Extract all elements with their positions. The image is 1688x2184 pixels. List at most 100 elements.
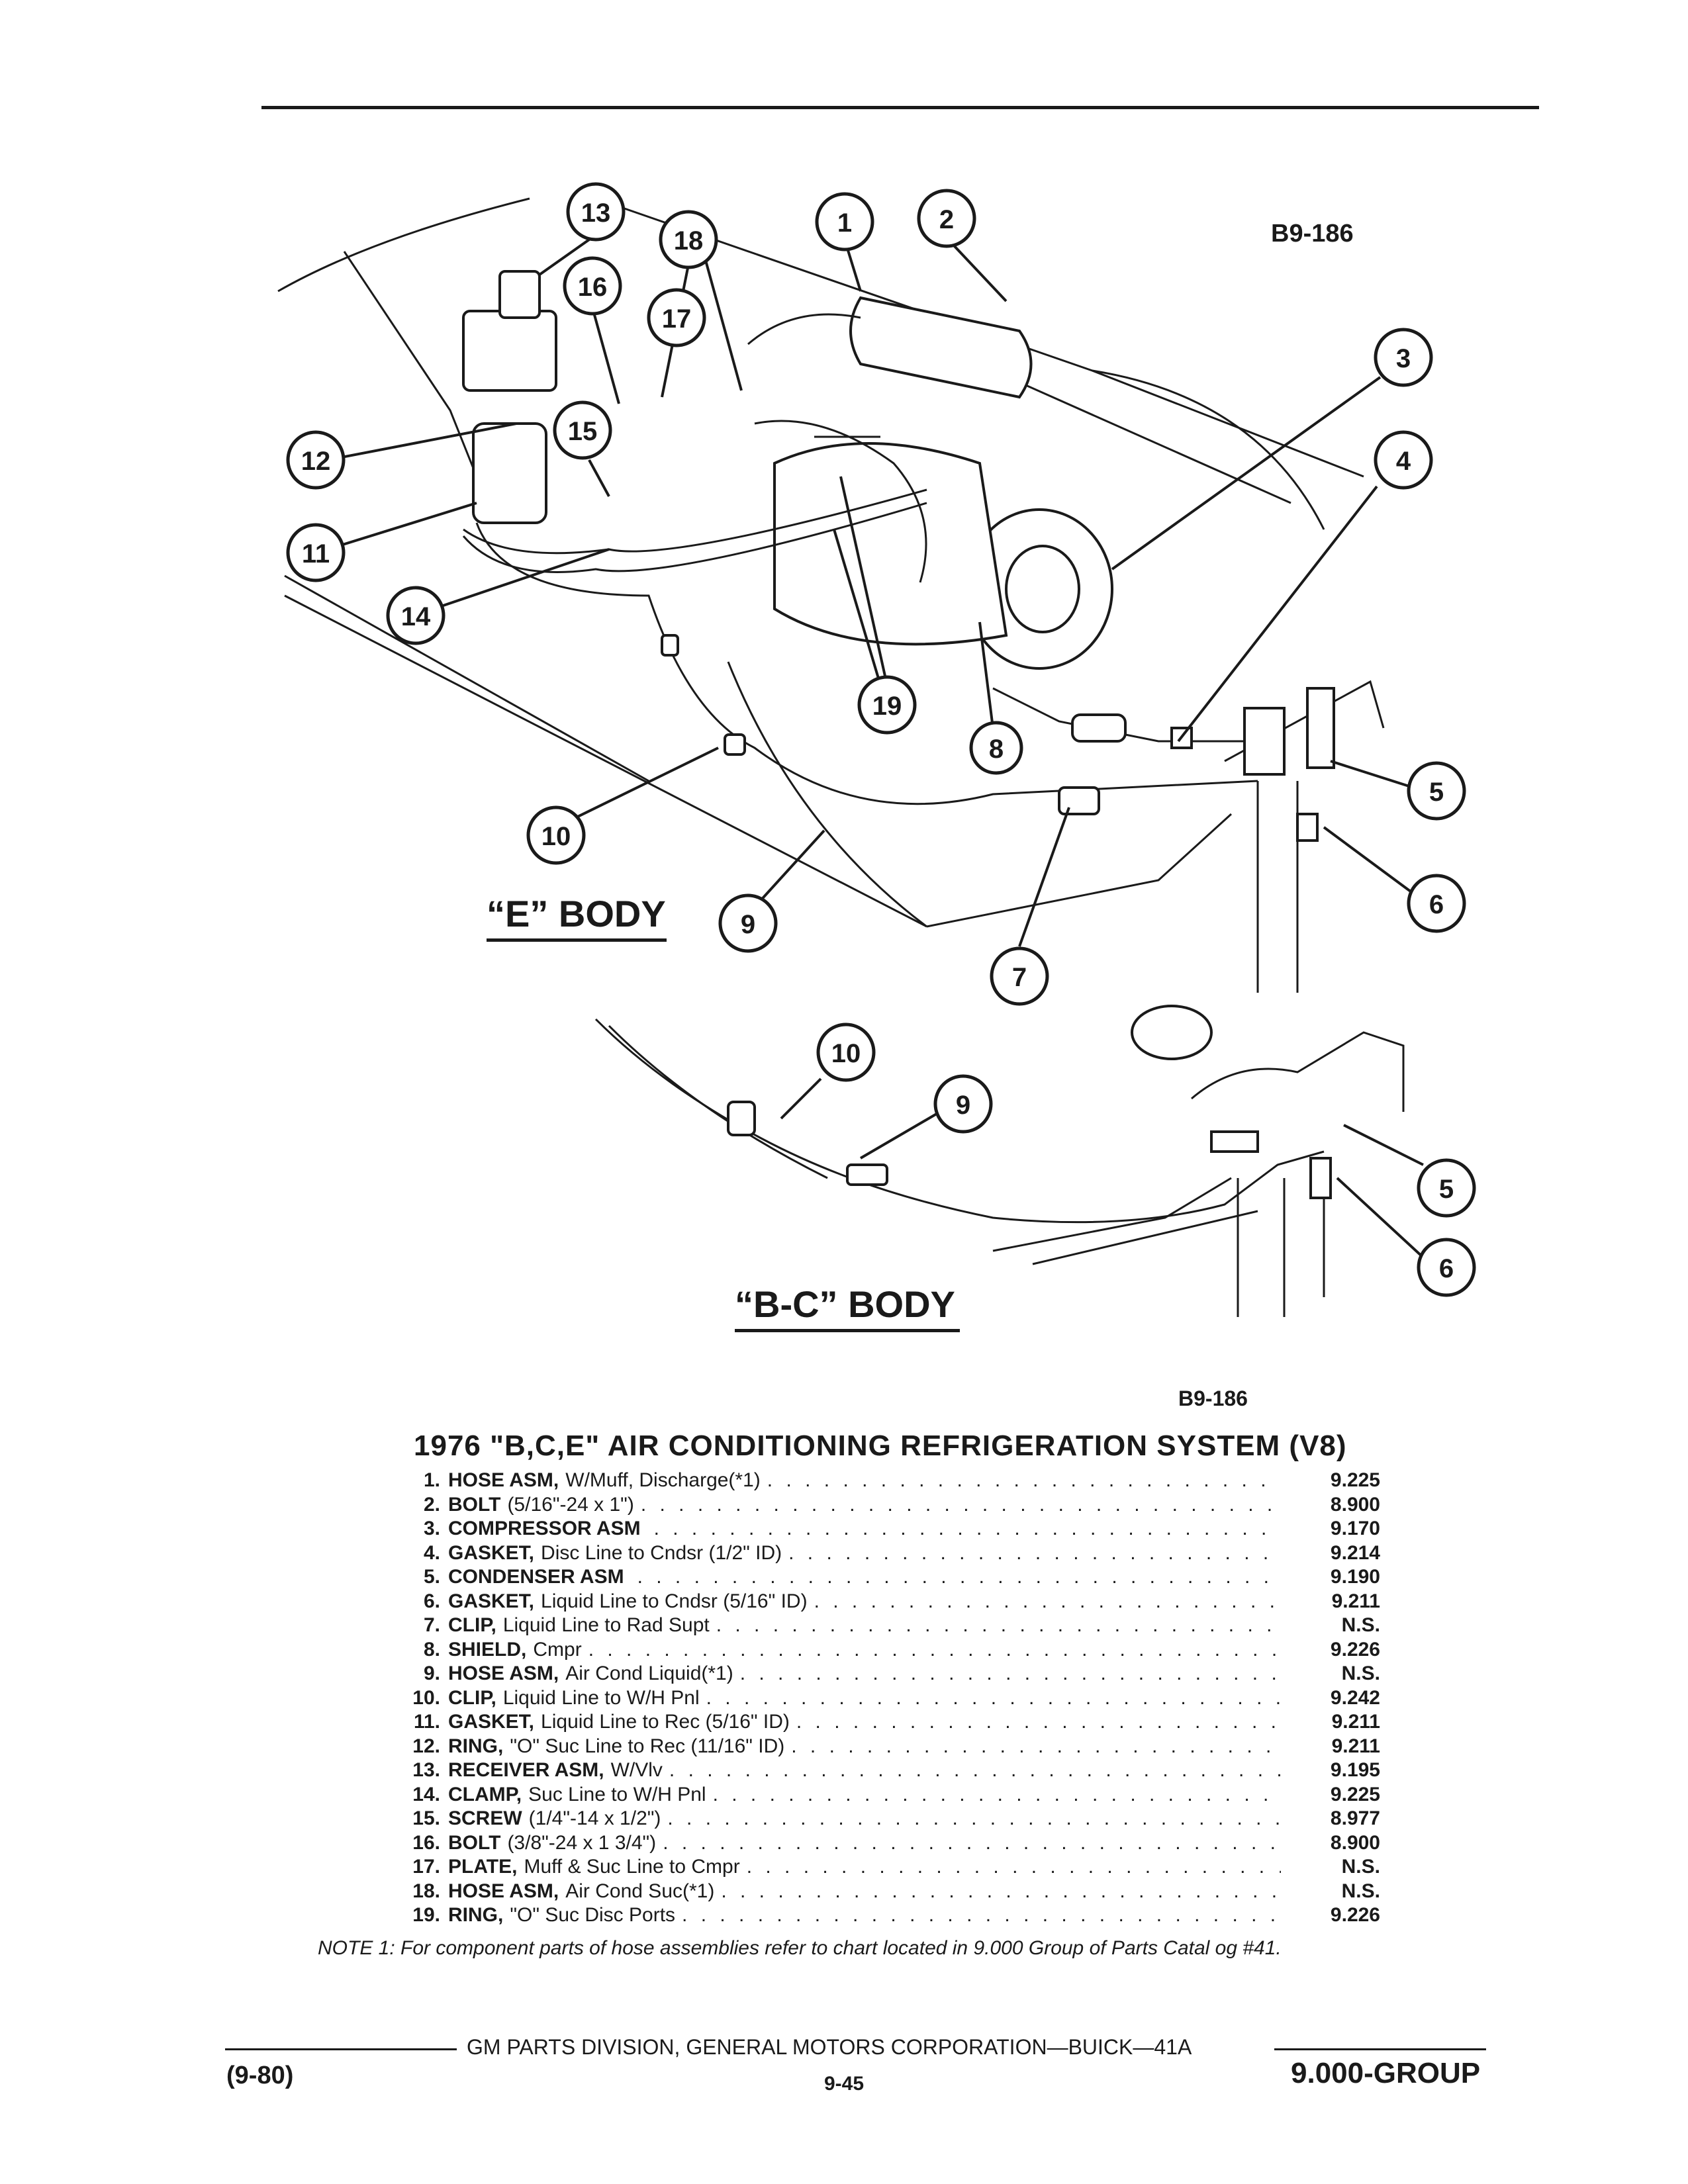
part-description: Liquid Line to Rad Supt bbox=[502, 1614, 710, 1636]
leader-dots bbox=[582, 1639, 1281, 1661]
leader-dots bbox=[808, 1590, 1281, 1613]
part-description: Liquid Line to W/H Pnl bbox=[502, 1686, 700, 1709]
part-description: (1/4"-14 x 1/2") bbox=[528, 1807, 661, 1829]
part-name: CLAMP, bbox=[448, 1783, 522, 1805]
parts-list: 1.HOSE ASM,W/Muff, Discharge(*1)9.2252.B… bbox=[387, 1469, 1380, 1929]
part-name: SCREW bbox=[448, 1807, 522, 1829]
receiver-body bbox=[472, 422, 547, 524]
svg-text:1: 1 bbox=[837, 208, 852, 238]
parts-list-row: 4.GASKET,Disc Line to Cndsr (1/2" ID)9.2… bbox=[387, 1542, 1380, 1567]
part-name: RECEIVER ASM, bbox=[448, 1759, 604, 1781]
svg-text:12: 12 bbox=[301, 447, 331, 476]
part-description: W/Muff, Discharge(*1) bbox=[565, 1469, 761, 1491]
part-number: 16. bbox=[412, 1831, 440, 1854]
parts-list-row: 1.HOSE ASM,W/Muff, Discharge(*1)9.225 bbox=[387, 1469, 1380, 1494]
callout-18: 18 bbox=[659, 210, 718, 269]
leader-dots bbox=[782, 1542, 1281, 1565]
group-number: 8.900 bbox=[1330, 1493, 1380, 1516]
part-name: GASKET, bbox=[448, 1590, 535, 1612]
group-number: 9.214 bbox=[1330, 1541, 1380, 1564]
parts-list-title: 1976 "B,C,E" AIR CONDITIONING REFRIGERAT… bbox=[414, 1430, 1347, 1462]
leader-dots bbox=[790, 1711, 1281, 1733]
svg-text:18: 18 bbox=[674, 226, 704, 255]
parts-list-row: 15.SCREW(1/4"-14 x 1/2")8.977 bbox=[387, 1807, 1380, 1832]
group-number: 8.900 bbox=[1330, 1831, 1380, 1854]
leader-dots bbox=[661, 1807, 1281, 1830]
leader-dots bbox=[631, 1566, 1281, 1588]
callout-5: 5 bbox=[1407, 761, 1466, 821]
callout-1: 1 bbox=[815, 192, 874, 251]
callout-3: 3 bbox=[1374, 328, 1433, 387]
part-number: 19. bbox=[412, 1904, 440, 1926]
svg-text:10: 10 bbox=[541, 822, 571, 851]
part-number: 9. bbox=[423, 1662, 440, 1684]
leader-dots bbox=[663, 1759, 1281, 1782]
part-description: Air Cond Suc(*1) bbox=[565, 1880, 715, 1902]
group-number: 9.211 bbox=[1331, 1735, 1380, 1757]
leader-dots bbox=[647, 1518, 1281, 1540]
part-description: Muff & Suc Line to Cmpr bbox=[524, 1856, 740, 1878]
condenser-fitting bbox=[1243, 707, 1286, 776]
parts-list-row: 19.RING,"O" Suc Disc Ports9.226 bbox=[387, 1904, 1380, 1929]
part-name: CONDENSER ASM bbox=[448, 1566, 624, 1588]
part-description: (3/8"-24 x 1 3/4") bbox=[507, 1831, 657, 1854]
parts-list-row: 7.CLIP,Liquid Line to Rad SuptN.S. bbox=[387, 1614, 1380, 1639]
part-name: SHIELD, bbox=[448, 1638, 527, 1661]
part-number: 3. bbox=[423, 1518, 440, 1539]
group-number: 9.225 bbox=[1330, 1469, 1380, 1491]
parts-list-row: 13.RECEIVER ASM,W/Vlv9.195 bbox=[387, 1759, 1380, 1784]
leader-dots bbox=[740, 1856, 1281, 1878]
compressor-body bbox=[773, 442, 1008, 646]
callout-11: 11 bbox=[286, 523, 346, 582]
top-rule bbox=[261, 106, 1539, 109]
callout-15: 15 bbox=[553, 400, 612, 460]
part-number: 2. bbox=[423, 1493, 440, 1516]
part-description: "O" Suc Disc Ports bbox=[510, 1904, 676, 1926]
discharge-muffler bbox=[849, 296, 1033, 399]
part-description: W/Vlv bbox=[610, 1759, 663, 1781]
group-number: 9.211 bbox=[1331, 1590, 1380, 1612]
part-description: "O" Suc Line to Rec (11/16" ID) bbox=[510, 1735, 785, 1757]
group-number: 9.226 bbox=[1330, 1638, 1380, 1661]
svg-text:8: 8 bbox=[989, 735, 1004, 764]
callout-10b: 10 bbox=[816, 1023, 876, 1082]
e-body-sketch bbox=[277, 197, 1385, 993]
group-number: 9.195 bbox=[1330, 1759, 1380, 1781]
callout-7: 7 bbox=[990, 946, 1049, 1006]
part-number: 12. bbox=[412, 1735, 440, 1757]
leader-dots bbox=[714, 1880, 1281, 1903]
part-number: 18. bbox=[412, 1880, 440, 1902]
part-description: Suc Line to W/H Pnl bbox=[528, 1783, 706, 1805]
leader-dots bbox=[700, 1687, 1281, 1709]
svg-text:10: 10 bbox=[831, 1039, 861, 1068]
group-number: 9.000-GROUP bbox=[1291, 2057, 1481, 2089]
callout-13: 13 bbox=[566, 182, 626, 242]
figure-code-bottom: B9-186 bbox=[1178, 1387, 1248, 1410]
part-description: Liquid Line to Rec (5/16" ID) bbox=[541, 1711, 790, 1733]
callout-4: 4 bbox=[1374, 430, 1433, 490]
part-name: COMPRESSOR ASM bbox=[448, 1518, 641, 1539]
leader-dots bbox=[761, 1469, 1281, 1492]
part-description: (5/16"-24 x 1") bbox=[507, 1493, 634, 1516]
parts-list-row: 2.BOLT(5/16"-24 x 1")8.900 bbox=[387, 1494, 1380, 1518]
part-description: Air Cond Liquid(*1) bbox=[565, 1662, 733, 1684]
part-number: 1. bbox=[423, 1469, 440, 1491]
part-number: 11. bbox=[413, 1711, 440, 1733]
parts-list-row: 16.BOLT(3/8"-24 x 1 3/4")8.900 bbox=[387, 1832, 1380, 1856]
group-number: 9.190 bbox=[1330, 1566, 1380, 1588]
part-name: GASKET, bbox=[448, 1711, 535, 1733]
part-name: PLATE, bbox=[448, 1856, 518, 1878]
parts-list-row: 5.CONDENSER ASM9.190 bbox=[387, 1566, 1380, 1590]
group-number: N.S. bbox=[1341, 1662, 1380, 1684]
page-number: 9-45 bbox=[824, 2073, 865, 2095]
part-name: RING, bbox=[448, 1735, 504, 1757]
footer-rule-left bbox=[225, 2048, 457, 2050]
parts-list-row: 9.HOSE ASM,Air Cond Liquid(*1)N.S. bbox=[387, 1662, 1380, 1687]
callout-5b: 5 bbox=[1417, 1158, 1476, 1218]
receiver-valve bbox=[462, 310, 557, 392]
part-name: GASKET, bbox=[448, 1541, 535, 1564]
parts-list-row: 18.HOSE ASM,Air Cond Suc(*1)N.S. bbox=[387, 1880, 1380, 1905]
callout-17: 17 bbox=[647, 288, 706, 347]
part-description: Liquid Line to Cndsr (5/16" ID) bbox=[541, 1590, 808, 1612]
parts-list-row: 12. RING, "O" Suc Line to Rec (11/16" ID) 9… bbox=[387, 1735, 1380, 1760]
